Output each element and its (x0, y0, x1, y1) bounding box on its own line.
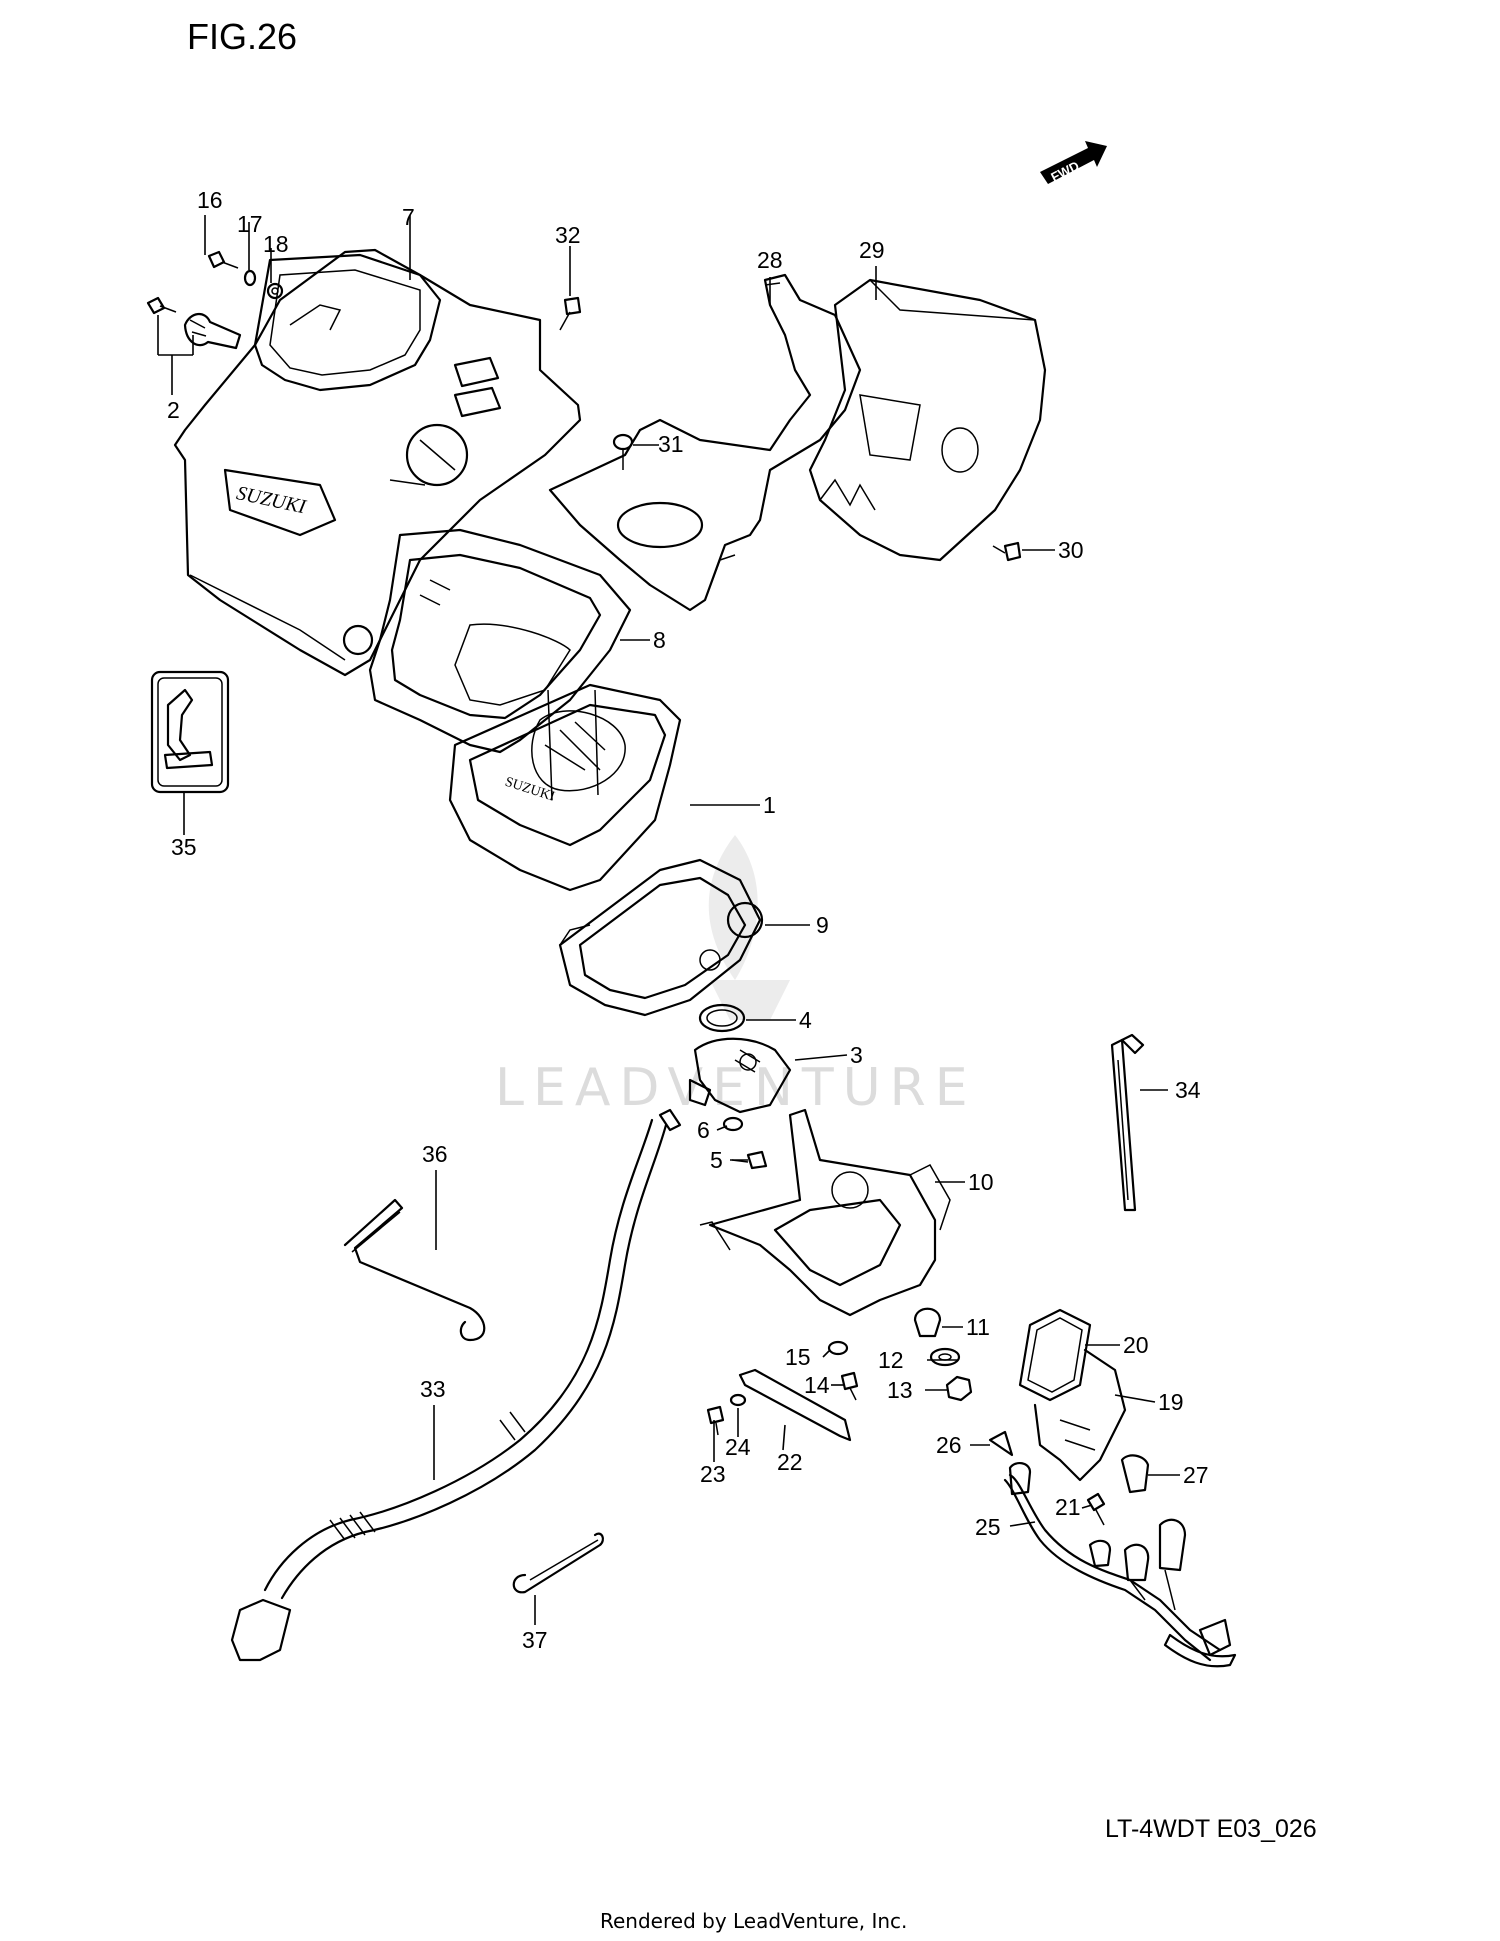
figure-title: FIG.26 (187, 16, 297, 57)
callout-6: 6 (697, 1117, 710, 1143)
callout-18: 18 (263, 231, 289, 257)
part-34-cable-tie (1110, 1033, 1145, 1212)
part-35-label (150, 670, 230, 794)
part-13-nut (945, 1375, 973, 1402)
callout-30: 30 (1058, 537, 1084, 563)
callout-1: 1 (763, 792, 776, 818)
diagram-code: LT-4WDT E03_026 (1105, 1815, 1317, 1843)
callout-37: 37 (522, 1627, 548, 1653)
part-10-bracket (699, 1108, 951, 1317)
callout-32: 32 (555, 222, 581, 248)
callout-21: 21 (1055, 1494, 1081, 1520)
part-32-screw (559, 296, 582, 331)
part-12-washer (929, 1347, 961, 1367)
part-20-lens (1018, 1308, 1092, 1402)
callout-12: 12 (878, 1347, 904, 1373)
part-16-bolt (207, 250, 239, 269)
suzuki-logo: SUZUKI (234, 482, 308, 518)
callout-28: 28 (757, 247, 783, 273)
part-26-bulb (988, 1430, 1014, 1457)
callout-26: 26 (936, 1432, 962, 1458)
callout-14: 14 (804, 1372, 830, 1398)
callout-11: 11 (966, 1314, 990, 1340)
callout-23: 23 (700, 1461, 726, 1487)
callout-36: 36 (422, 1141, 448, 1167)
callout-19: 19 (1158, 1389, 1184, 1415)
part-24-washer (729, 1393, 747, 1407)
part-11-grommet (913, 1307, 942, 1338)
callout-10: 10 (968, 1169, 994, 1195)
callout-24: 24 (725, 1434, 751, 1460)
callout-25: 25 (975, 1514, 1001, 1540)
callout-33: 33 (420, 1376, 446, 1402)
callout-35: 35 (171, 834, 197, 860)
callout-16: 16 (197, 187, 223, 213)
part-2-knob (146, 296, 242, 350)
part-3-gear (688, 1037, 792, 1114)
part-4-grommet (698, 1003, 746, 1033)
part-7-meter-cover: SUZUKI (173, 248, 582, 677)
render-credit: Rendered by LeadVenture, Inc. (600, 1909, 907, 1933)
callout-labels: 16 17 18 7 32 28 29 31 30 2 8 1 9 35 4 3… (167, 187, 1209, 1653)
part-27-bulb (1120, 1454, 1150, 1494)
part-8-meter-frame (368, 528, 632, 754)
callout-15: 15 (785, 1344, 811, 1370)
part-6-washer (722, 1116, 744, 1132)
part-31-clip (612, 433, 634, 470)
fwd-badge-label: FWD (1048, 158, 1081, 185)
part-36-clip (343, 1198, 486, 1342)
part-28-bracket (548, 273, 862, 612)
fwd-arrow-icon: FWD (1040, 141, 1107, 185)
part-22-plate (738, 1368, 852, 1442)
callout-17: 17 (237, 211, 263, 237)
callout-9: 9 (816, 912, 829, 938)
callout-34: 34 (1175, 1077, 1201, 1103)
part-9-case-bottom (558, 858, 764, 1017)
part-19-housing (1033, 1348, 1127, 1482)
part-37-clip (512, 1532, 604, 1594)
part-17-washer (243, 269, 257, 287)
part-25-harness (1003, 1462, 1237, 1668)
callout-29: 29 (859, 237, 885, 263)
part-23-screw (706, 1405, 725, 1436)
callout-4: 4 (799, 1007, 812, 1033)
callout-7: 7 (402, 204, 415, 230)
callout-3: 3 (850, 1042, 863, 1068)
part-30-screw (992, 541, 1022, 562)
part-15-washer (827, 1340, 849, 1356)
leader-lines (157, 215, 1180, 1625)
part-29-cover (808, 278, 1047, 562)
part-18-washer (266, 282, 284, 300)
part-21-screw (1086, 1492, 1106, 1526)
callout-31: 31 (658, 431, 684, 457)
callout-20: 20 (1123, 1332, 1149, 1358)
part-33-cable (230, 1108, 682, 1662)
callout-8: 8 (653, 627, 666, 653)
callout-2: 2 (167, 397, 180, 423)
speedometer-logo: SUZUKI (503, 775, 557, 805)
callout-13: 13 (887, 1377, 913, 1403)
callout-22: 22 (777, 1449, 803, 1475)
part-14-screw (840, 1371, 859, 1401)
callout-27: 27 (1183, 1462, 1209, 1488)
callout-5: 5 (710, 1147, 723, 1173)
